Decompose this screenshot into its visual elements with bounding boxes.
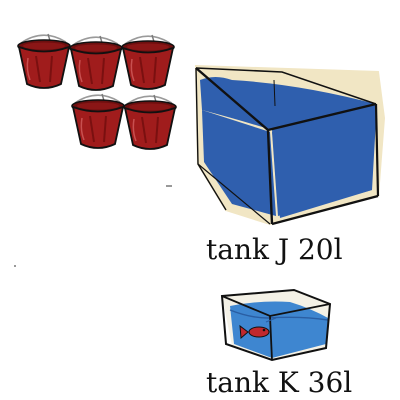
bucket-group: [17, 33, 177, 150]
tank-k-illustration: [220, 288, 332, 362]
bucket-icon: [69, 35, 123, 91]
tank-j-label: tank J 20l: [206, 233, 343, 266]
bucket-icon: [17, 33, 71, 89]
bucket-icon: [123, 94, 177, 150]
fish-icon: [239, 317, 277, 340]
bucket-icon: [121, 34, 175, 90]
bucket-icon: [71, 93, 125, 149]
tank-j-illustration: [194, 64, 386, 226]
tank-k-label: tank K 36l: [206, 366, 353, 399]
tank-k-water: [230, 301, 328, 358]
